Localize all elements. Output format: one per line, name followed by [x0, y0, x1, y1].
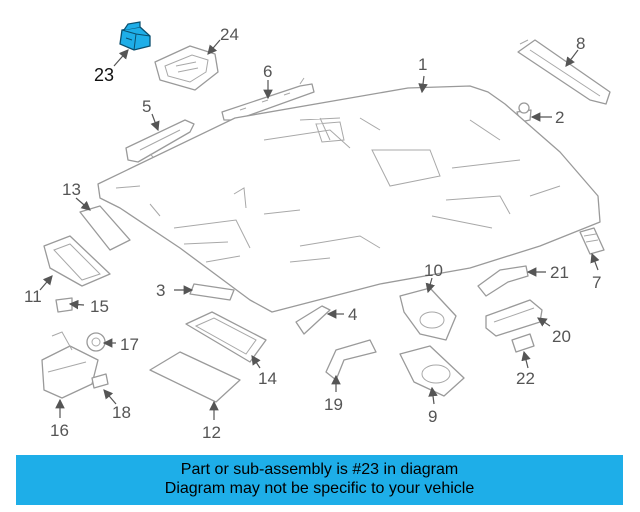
callout-11: 11	[24, 287, 42, 306]
part-14	[185, 311, 267, 363]
callout-19: 19	[324, 395, 343, 414]
part-16	[41, 331, 99, 399]
callout-1: 1	[418, 55, 427, 74]
callout-17: 17	[120, 335, 139, 354]
callout-13: 13	[62, 180, 81, 199]
part-9	[399, 345, 465, 397]
part-21	[477, 265, 529, 297]
part-6	[221, 77, 315, 121]
callout-5: 5	[142, 97, 151, 116]
callout-6: 6	[263, 62, 272, 81]
leader-lines	[39, 39, 600, 420]
callout-2: 2	[555, 108, 564, 127]
banner-line-2: Diagram may not be specific to your vehi…	[164, 480, 475, 497]
parts-diagram: 23 24 6 8 1 2 5 13 11 15 17 16 18 3 12 1…	[24, 21, 611, 442]
callout-22: 22	[516, 369, 535, 388]
callout-24: 24	[220, 25, 239, 44]
part-18	[91, 373, 109, 389]
callout-9: 9	[428, 407, 437, 426]
part-13	[79, 205, 131, 251]
part-22	[511, 333, 535, 353]
part-8	[517, 39, 611, 105]
callout-18: 18	[112, 403, 131, 422]
part-4	[295, 305, 331, 335]
info-banner: Part or sub-assembly is #23 in diagram D…	[16, 455, 623, 505]
part-12	[149, 351, 241, 403]
part-3	[189, 283, 235, 301]
callout-10: 10	[424, 261, 443, 280]
callout-20: 20	[552, 327, 571, 346]
part-7	[579, 227, 605, 255]
callout-4: 4	[348, 305, 357, 324]
callout-7: 7	[592, 273, 601, 292]
callout-12: 12	[202, 423, 221, 442]
part-20	[485, 299, 543, 337]
part-19	[325, 339, 377, 381]
callout-15: 15	[90, 297, 109, 316]
callout-3: 3	[156, 281, 165, 300]
banner-line-1: Part or sub-assembly is #23 in diagram	[180, 461, 459, 478]
callout-21: 21	[550, 263, 569, 282]
part-1-headliner	[97, 85, 601, 313]
part-24	[154, 45, 219, 91]
part-23-highlighted[interactable]	[119, 21, 151, 51]
callout-labels: 23 24 6 8 1 2 5 13 11 15 17 16 18 3 12 1…	[24, 25, 601, 442]
callout-23: 23	[94, 65, 114, 85]
part-17	[86, 332, 106, 352]
part-10	[399, 287, 457, 341]
callout-14: 14	[258, 369, 277, 388]
callout-8: 8	[576, 34, 585, 53]
callout-16: 16	[50, 421, 69, 440]
part-11	[43, 235, 111, 287]
part-15	[55, 297, 73, 313]
